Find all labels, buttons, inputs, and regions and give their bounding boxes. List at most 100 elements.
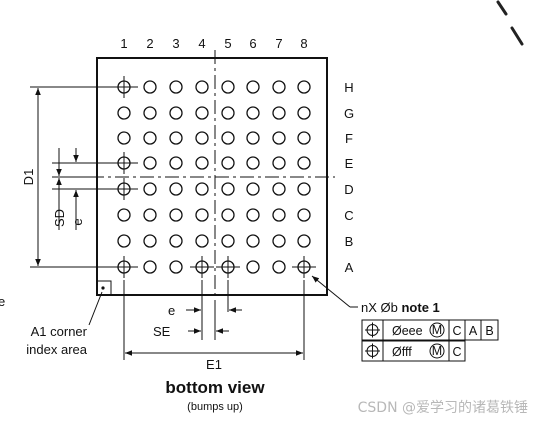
row-label-E: E [345, 156, 354, 171]
ball-C8 [297, 208, 311, 222]
fcf1-tolerance: Øeee [392, 324, 423, 338]
column-label-2: 2 [146, 36, 153, 51]
ball-D5 [221, 182, 235, 196]
ball-B1 [117, 234, 131, 248]
ball-C5 [221, 208, 235, 222]
center-lines [90, 50, 335, 302]
ball-D8 [297, 182, 311, 196]
watermark: CSDN @爱学习的诸葛铁锤 [358, 400, 528, 416]
ball-C6 [246, 208, 260, 222]
column-label-6: 6 [249, 36, 256, 51]
feature-control-frame-2: Øfff M C [361, 340, 466, 362]
ball-H5 [221, 80, 235, 94]
ball-C3 [169, 208, 183, 222]
ball-G4 [195, 106, 209, 120]
edge-decoration [496, 0, 524, 46]
row-label-C: C [344, 208, 353, 223]
column-label-1: 1 [120, 36, 127, 51]
column-labels: 1 2 3 4 5 6 7 8 [120, 36, 307, 51]
column-label-4: 4 [198, 36, 205, 51]
row-label-B: B [345, 234, 354, 249]
fcf2-datum-1: C [452, 345, 461, 359]
fcf1-datum-1: C [452, 324, 461, 338]
ball-F7 [272, 131, 286, 145]
ball-note-leader [311, 275, 351, 308]
se-label: SE [153, 324, 171, 339]
ball-note-prefix: nX Øb [361, 300, 398, 315]
ball-D7 [272, 182, 286, 196]
ball-note: nX Øb note 1 [361, 300, 440, 315]
fcf2-tolerance: Øfff [392, 345, 412, 359]
column-label-8: 8 [300, 36, 307, 51]
ball-E5 [221, 156, 235, 170]
ball-B6 [246, 234, 260, 248]
ball-G3 [169, 106, 183, 120]
fcf2-modifier: M [432, 344, 442, 358]
ball-G8 [297, 106, 311, 120]
fcf1-datum-2: A [469, 324, 478, 338]
ball-C4 [195, 208, 209, 222]
a1-index-dot [101, 286, 105, 290]
ball-C2 [143, 208, 157, 222]
e-horizontal-dimension [186, 280, 242, 340]
row-label-G: G [344, 106, 354, 121]
d1-label: D1 [21, 169, 36, 186]
column-label-7: 7 [275, 36, 282, 51]
ball-A2 [143, 260, 157, 274]
ball-D4 [195, 182, 209, 196]
ball-F6 [246, 131, 260, 145]
view-subtitle: (bumps up) [187, 401, 243, 413]
e1-label: E1 [206, 357, 222, 372]
row-label-H: H [344, 80, 353, 95]
ball-A7 [272, 260, 286, 274]
ball-A3 [169, 260, 183, 274]
e1-dimension [123, 280, 305, 360]
feature-control-frame-1: Øeee M C A B [361, 319, 499, 341]
a1-leader [88, 291, 103, 326]
ball-F3 [169, 131, 183, 145]
e-horizontal-label: e [168, 303, 175, 318]
ball-F1 [117, 131, 131, 145]
ball-F8 [297, 131, 311, 145]
sd-dimension [52, 148, 112, 230]
ball-F2 [143, 131, 157, 145]
ball-B5 [221, 234, 235, 248]
ball-B2 [143, 234, 157, 248]
ball-G7 [272, 106, 286, 120]
ball-B7 [272, 234, 286, 248]
ball-H8 [297, 80, 311, 94]
ball-E4 [195, 156, 209, 170]
ball-C7 [272, 208, 286, 222]
fcf1-modifier: M [432, 323, 442, 337]
ball-D2 [143, 182, 157, 196]
column-label-5: 5 [224, 36, 231, 51]
row-label-A: A [345, 260, 354, 275]
ball-G1 [117, 106, 131, 120]
ball-F5 [221, 131, 235, 145]
ball-note-bold: note 1 [401, 300, 439, 315]
e-vertical-label: e [70, 218, 85, 225]
a1-corner-label-line2: index area [26, 342, 87, 357]
ball-H2 [143, 80, 157, 94]
ball-G2 [143, 106, 157, 120]
ball-B8 [297, 234, 311, 248]
a1-index-mark [96, 280, 112, 296]
row-label-D: D [344, 182, 353, 197]
sd-label: SD [52, 209, 67, 227]
ball-H7 [272, 80, 286, 94]
ball-C1 [117, 208, 131, 222]
ball-E3 [169, 156, 183, 170]
ball-B3 [169, 234, 183, 248]
left-edge-fragment: e [0, 294, 5, 309]
ball-E7 [272, 156, 286, 170]
view-title: bottom view [165, 378, 265, 397]
ball-G6 [246, 106, 260, 120]
column-label-3: 3 [172, 36, 179, 51]
ball-H3 [169, 80, 183, 94]
ball-H6 [246, 80, 260, 94]
ball-E2 [143, 156, 157, 170]
ball-B4 [195, 234, 209, 248]
a1-corner-label-line1: A1 corner [31, 324, 88, 339]
